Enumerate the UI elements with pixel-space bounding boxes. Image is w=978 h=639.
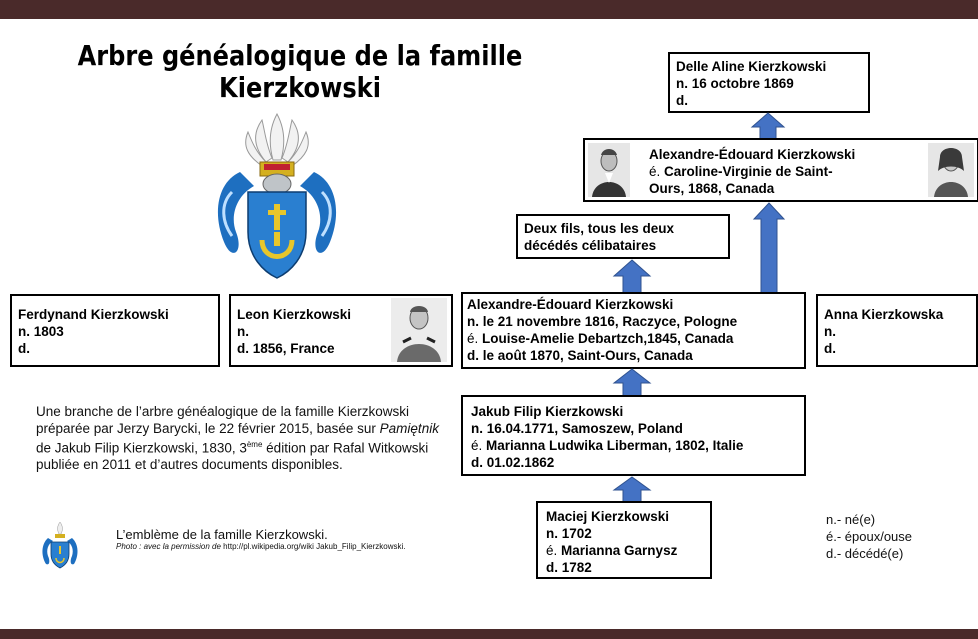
person-born: n. 1803 — [18, 324, 64, 339]
legend-married: é.- époux/ouse — [826, 529, 913, 544]
description-part-1: Une branche de l’arbre généalogique de l… — [36, 404, 409, 436]
up-arrow-icon — [612, 476, 652, 503]
description-text: Une branche de l’arbre généalogique de l… — [36, 404, 456, 474]
emblem-credit: Photo : avec la permission de http://pl.… — [116, 542, 456, 552]
person-died: d. — [676, 93, 688, 108]
person-name: Alexandre-Édouard Kierzkowski — [467, 297, 674, 312]
person-box-delle: Delle Aline Kierzkowski n. 16 octobre 18… — [668, 52, 870, 113]
description-part-3: édition par Rafal Witkowski publiée en 2… — [36, 440, 429, 473]
small-coat-of-arms-icon — [42, 521, 78, 569]
person-died: d. 1782 — [546, 560, 592, 575]
description-part-2: de Jakub Filip Kierzkowski, 1830, 3 — [36, 440, 247, 456]
description-book-title: Pamiętnik — [379, 420, 439, 436]
top-border-bar — [0, 0, 978, 19]
page-title: Arbre généalogique de la famille Kierzko… — [76, 40, 523, 104]
person-born: n. le 21 novembre 1816, Raczyce, Pologne — [467, 314, 738, 329]
person-box-anna: Anna Kierzkowska n. d. — [816, 294, 978, 367]
person-box-jakub: Jakub Filip Kierzkowski n. 16.04.1771, S… — [461, 395, 806, 476]
person-died: d. — [824, 341, 836, 356]
person-born: n. 16.04.1771, Samoszew, Poland — [471, 421, 683, 436]
spouse-prefix: é. — [546, 543, 558, 558]
emblem-credit-url: http://pl.wikipedia.org/wiki Jakub_Filip… — [220, 542, 406, 551]
bottom-border-bar — [0, 629, 978, 639]
title-line-2: Kierzkowski — [219, 71, 381, 104]
up-arrow-icon — [612, 368, 652, 397]
person-box-alexandre-edouard: Alexandre-Édouard Kierzkowski n. le 21 n… — [461, 292, 806, 369]
deux-fils-line-2: décédés célibataires — [524, 238, 657, 253]
person-name: Jakub Filip Kierzkowski — [471, 404, 624, 419]
emblem-caption: L’emblème de la famille Kierzkowski. Pho… — [116, 527, 456, 552]
emblem-caption-title: L’emblème de la famille Kierzkowski. — [116, 527, 328, 542]
person-born: n. 1702 — [546, 526, 592, 541]
person-name: Alexandre-Édouard Kierzkowski — [649, 147, 856, 162]
legend-born: n.- né(e) — [826, 512, 876, 527]
portrait-man-icon — [588, 143, 630, 197]
coat-of-arms-icon — [217, 112, 337, 279]
person-born: n. — [824, 324, 836, 339]
person-name: Ferdynand Kierzkowski — [18, 307, 169, 322]
person-box-alexandre-edouard-son: Alexandre-Édouard Kierzkowski é. Carolin… — [583, 138, 978, 202]
person-box-maciej: Maciej Kierzkowski n. 1702 é. Marianna G… — [536, 501, 712, 579]
person-born: n. 16 octobre 1869 — [676, 76, 794, 91]
deux-fils-line-1: Deux fils, tous les deux — [524, 221, 675, 236]
person-spouse-cont: Ours, 1868, Canada — [649, 181, 775, 196]
person-name: Leon Kierzkowski — [237, 307, 352, 322]
person-died: d. 1856, France — [237, 341, 335, 356]
title-line-1: Arbre généalogique de la famille — [77, 39, 523, 72]
person-spouse: Louise-Amelie Debartzch,1845, Canada — [482, 331, 734, 346]
person-born: n. — [237, 324, 249, 339]
spouse-prefix: é. — [471, 438, 483, 453]
portrait-woman-icon — [928, 143, 974, 197]
portrait-leon-icon — [391, 298, 447, 362]
person-died: d. le août 1870, Saint-Ours, Canada — [467, 348, 693, 363]
person-box-ferdynand: Ferdynand Kierzkowski n. 1803 d. — [10, 294, 220, 367]
person-spouse: Marianna Garnysz — [561, 543, 678, 558]
up-arrow-long-icon — [752, 202, 786, 294]
person-name: Anna Kierzkowska — [824, 307, 944, 322]
emblem-credit-label: Photo : avec la permission de — [116, 542, 221, 551]
box-deux-fils: Deux fils, tous les deux décédés célibat… — [516, 214, 730, 259]
person-name: Delle Aline Kierzkowski — [676, 59, 827, 74]
legend-died: d.- décédé(e) — [826, 546, 904, 561]
description-superscript: ème — [246, 440, 263, 449]
person-died: d. — [18, 341, 30, 356]
up-arrow-icon — [612, 259, 652, 294]
spouse-prefix: é. — [467, 331, 479, 346]
up-arrow-icon — [750, 112, 786, 141]
person-spouse: Marianna Ludwika Liberman, 1802, Italie — [486, 438, 744, 453]
person-name: Maciej Kierzkowski — [546, 509, 670, 524]
legend: n.- né(e) é.- époux/ouse d.- décédé(e) — [826, 511, 912, 562]
person-spouse: Caroline-Virginie de Saint- — [664, 164, 833, 179]
spouse-prefix: é. — [649, 164, 661, 179]
person-died: d. 01.02.1862 — [471, 455, 555, 470]
